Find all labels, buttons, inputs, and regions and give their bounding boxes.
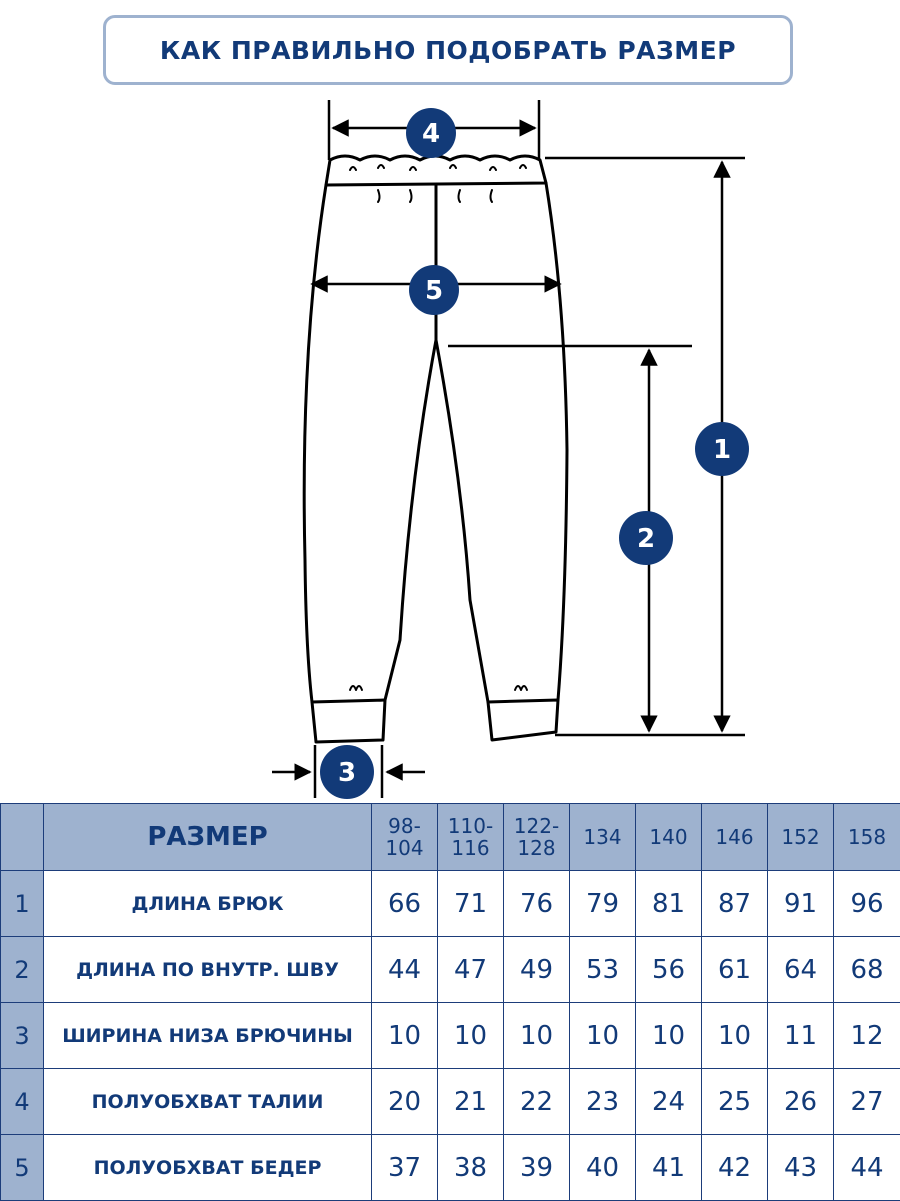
table-cell: 87: [702, 871, 768, 937]
size-col-header: 158: [834, 804, 900, 871]
svg-text:2: 2: [637, 524, 655, 554]
table-cell: 43: [768, 1135, 834, 1201]
measurement-lines: [272, 100, 745, 798]
table-cell: 41: [636, 1135, 702, 1201]
size-col-header: 110- 116: [438, 804, 504, 871]
table-cell: 44: [834, 1135, 900, 1201]
callout-1: 1: [695, 422, 749, 476]
table-cell: 10: [372, 1003, 438, 1069]
size-col-header: 122- 128: [504, 804, 570, 871]
table-cell: 44: [372, 937, 438, 1003]
table-cell: 10: [702, 1003, 768, 1069]
table-cell: 11: [768, 1003, 834, 1069]
row-index: 5: [1, 1135, 44, 1201]
size-table: РАЗМЕР 98- 104 110- 116 122- 128 134 140…: [0, 803, 900, 1201]
table-cell: 91: [768, 871, 834, 937]
table-cell: 23: [570, 1069, 636, 1135]
row-index: 2: [1, 937, 44, 1003]
size-col-header: 146: [702, 804, 768, 871]
row-label: ШИРИНА НИЗА БРЮЧИНЫ: [44, 1003, 372, 1069]
callout-5: 5: [409, 265, 459, 315]
row-label: ПОЛУОБХВАТ БЕДЕР: [44, 1135, 372, 1201]
svg-text:3: 3: [338, 758, 356, 788]
callout-2: 2: [619, 511, 673, 565]
table-cell: 26: [768, 1069, 834, 1135]
table-cell: 37: [372, 1135, 438, 1201]
table-cell: 81: [636, 871, 702, 937]
table-cell: 96: [834, 871, 900, 937]
table-cell: 49: [504, 937, 570, 1003]
table-cell: 76: [504, 871, 570, 937]
row-index: 3: [1, 1003, 44, 1069]
table-cell: 22: [504, 1069, 570, 1135]
table-cell: 40: [570, 1135, 636, 1201]
size-col-header: 152: [768, 804, 834, 871]
size-col-header: 98- 104: [372, 804, 438, 871]
pants-measurement-diagram: 4 5 1 2 3: [0, 0, 900, 803]
table-cell: 24: [636, 1069, 702, 1135]
table-cell: 10: [438, 1003, 504, 1069]
table-cell: 71: [438, 871, 504, 937]
table-cell: 27: [834, 1069, 900, 1135]
table-cell: 47: [438, 937, 504, 1003]
table-cell: 20: [372, 1069, 438, 1135]
row-label: ДЛИНА ПО ВНУТР. ШВУ: [44, 937, 372, 1003]
table-cell: 25: [702, 1069, 768, 1135]
row-index: 1: [1, 871, 44, 937]
table-cell: 79: [570, 871, 636, 937]
size-header-row: РАЗМЕР 98- 104 110- 116 122- 128 134 140…: [1, 804, 900, 871]
table-cell: 56: [636, 937, 702, 1003]
size-header-label: РАЗМЕР: [44, 804, 372, 871]
size-col-header: 134: [570, 804, 636, 871]
table-cell: 21: [438, 1069, 504, 1135]
table-cell: 61: [702, 937, 768, 1003]
svg-text:4: 4: [422, 119, 440, 149]
pants-outline: [304, 156, 567, 742]
table-cell: 10: [570, 1003, 636, 1069]
header-index-cell: [1, 804, 44, 871]
table-cell: 39: [504, 1135, 570, 1201]
table-cell: 53: [570, 937, 636, 1003]
table-cell: 66: [372, 871, 438, 937]
callout-4: 4: [406, 108, 456, 158]
table-cell: 38: [438, 1135, 504, 1201]
table-cell: 64: [768, 937, 834, 1003]
row-label: ПОЛУОБХВАТ ТАЛИИ: [44, 1069, 372, 1135]
table-cell: 12: [834, 1003, 900, 1069]
row-index: 4: [1, 1069, 44, 1135]
table-cell: 68: [834, 937, 900, 1003]
table-cell: 42: [702, 1135, 768, 1201]
size-col-header: 140: [636, 804, 702, 871]
svg-text:1: 1: [713, 435, 731, 465]
callout-3: 3: [320, 745, 374, 799]
row-label: ДЛИНА БРЮК: [44, 871, 372, 937]
table-cell: 10: [636, 1003, 702, 1069]
table-cell: 10: [504, 1003, 570, 1069]
svg-text:5: 5: [425, 276, 443, 306]
